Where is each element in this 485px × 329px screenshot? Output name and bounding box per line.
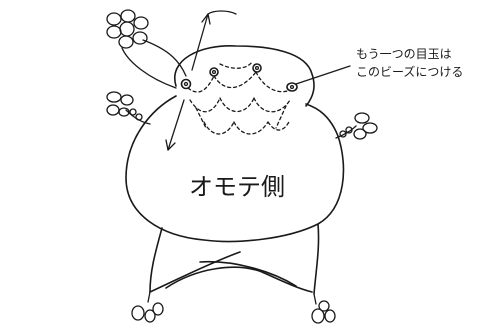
legs [149,223,320,295]
flower-top [106,9,149,49]
head-outline [173,45,315,107]
thread-loop [121,47,177,89]
arrow-down [167,99,185,151]
left-foot [131,291,164,323]
body-side-label: オモテ側 [189,173,285,201]
arrow-down-head [165,139,176,151]
left-arm [106,91,151,125]
arrow-up [191,13,209,71]
body-outline [125,95,345,243]
bead-netting [187,61,291,135]
eye-beads [180,63,298,92]
right-foot [311,293,336,324]
right-arm [335,112,378,140]
leader-line [295,65,351,85]
flower-stem [142,39,187,77]
note-line-1: もう一つの目玉は [356,47,452,61]
thread-top [207,10,237,15]
note-line-2: このビーズにつける [356,64,463,79]
